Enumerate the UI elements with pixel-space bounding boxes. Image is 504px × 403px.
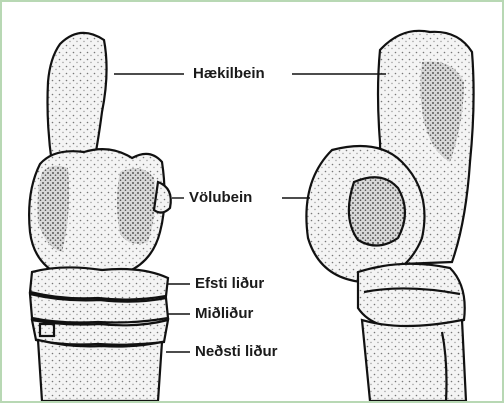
left-calcaneus-shape [48, 33, 107, 164]
left-upper-joint-row [30, 267, 168, 299]
left-metatarsal-shape [38, 340, 162, 401]
left-hock-bones [29, 33, 171, 401]
right-hock-bones [306, 31, 473, 401]
label-lower-joint: Neðsti liður [194, 343, 279, 361]
right-tarsal-rows [358, 264, 465, 329]
label-upper-joint: Efsti liður [194, 275, 265, 293]
label-calcaneus: Hækilbein [192, 65, 266, 83]
label-talus: Völubein [188, 189, 253, 207]
right-metatarsal-shape [362, 320, 466, 401]
label-middle-joint: Miðliður [194, 305, 254, 323]
